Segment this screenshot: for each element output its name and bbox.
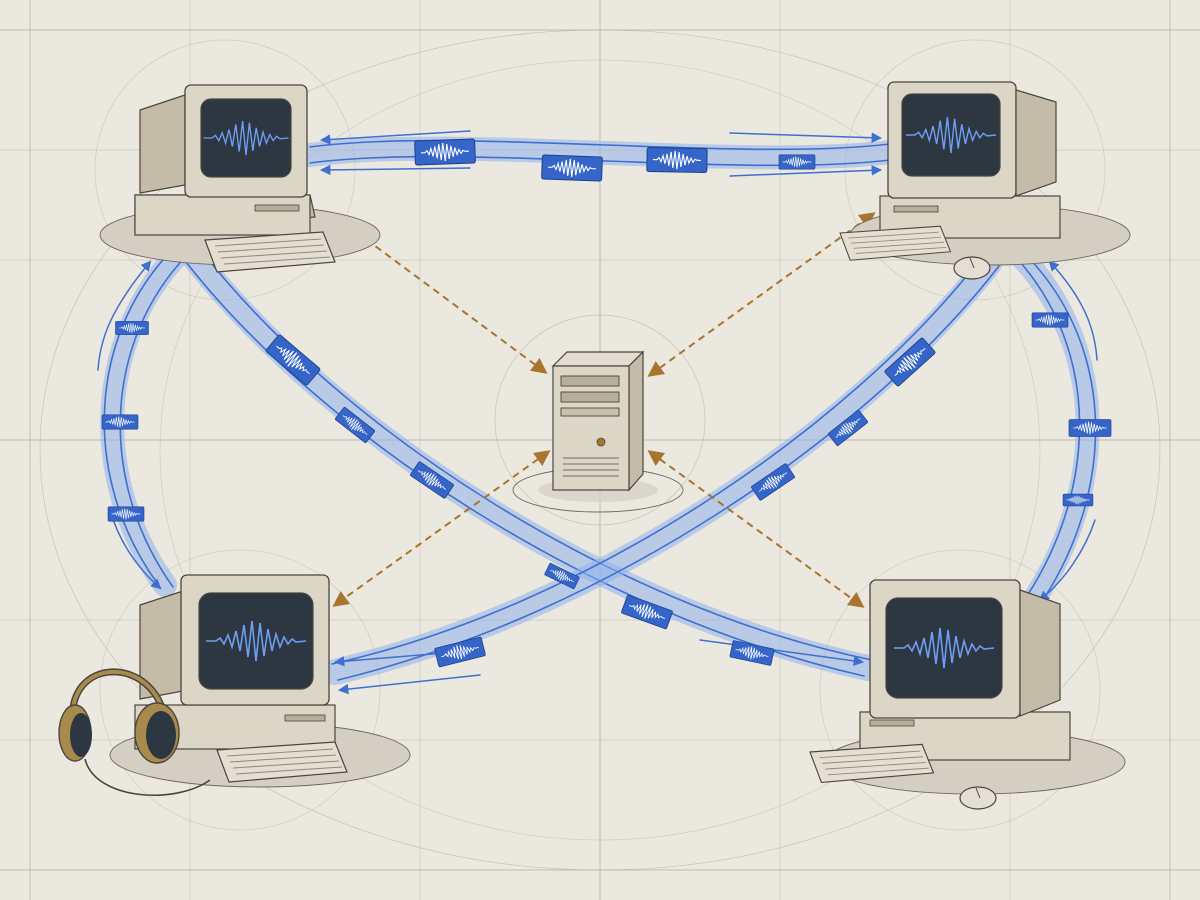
packet-icon — [415, 139, 476, 165]
packet-icon — [779, 155, 815, 169]
packet-icon — [116, 321, 149, 334]
packet-icon — [1032, 313, 1068, 327]
packet-icon — [1069, 420, 1111, 437]
signal-arrow-bottom-left — [332, 450, 551, 607]
mouse-icon — [953, 256, 991, 280]
peer-computer-bottom-left — [58, 574, 411, 796]
peer-computer-bottom-right — [809, 579, 1126, 810]
headphones-icon — [58, 668, 211, 796]
packet-icon — [1063, 494, 1093, 506]
packet-icon — [542, 155, 603, 181]
stream-top — [298, 130, 902, 177]
mouse-icon — [959, 786, 997, 810]
stream-left — [97, 240, 192, 597]
packet-icon — [108, 507, 144, 521]
packet-icon — [647, 147, 707, 172]
signal-arrow-top-right — [647, 212, 876, 377]
signaling-server — [512, 350, 684, 513]
peer-computer-top-right — [839, 81, 1131, 280]
peer-computer-top-left — [99, 84, 381, 273]
packet-icon — [102, 415, 138, 429]
signal-arrow-bottom-right — [647, 450, 865, 608]
